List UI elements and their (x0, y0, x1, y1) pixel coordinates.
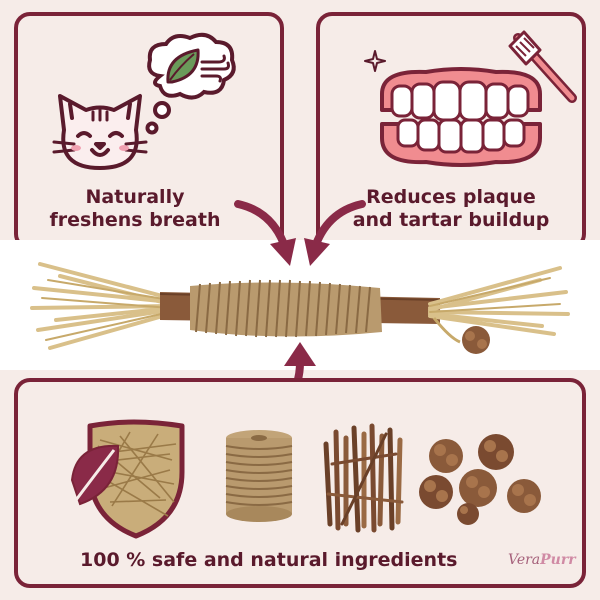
fresh-breath-line1: Naturally (85, 186, 185, 208)
brand-logo-part2: Purr (540, 552, 576, 568)
cat-face-icon (52, 94, 148, 170)
plaque-line2: and tartar buildup (352, 209, 550, 231)
jute-rope-spool (225, 430, 293, 522)
toothbrush-icon (508, 30, 577, 103)
silvervine-sticks-bundle (323, 423, 404, 533)
ingredients-caption: 100 % safe and natural ingredients (80, 549, 458, 571)
arrow-right-icon (304, 200, 366, 266)
plaque-caption: Reduces plaque and tartar buildup (322, 186, 580, 232)
arrow-left-icon (234, 200, 296, 266)
breath-wind-icon (200, 54, 230, 83)
silvervine-galls (419, 434, 541, 525)
brand-logo: VeraPurr (508, 552, 576, 568)
brand-logo-part1: Vera (508, 552, 541, 568)
fresh-breath-caption: Naturally freshens breath (20, 186, 250, 232)
silvervine-shield-icon (70, 419, 185, 539)
fresh-breath-line2: freshens breath (49, 209, 221, 231)
catnip-chew-stick (30, 262, 570, 354)
sparkle-icon (364, 50, 386, 72)
plaque-line1: Reduces plaque (366, 186, 536, 208)
mint-leaf-icon (166, 48, 200, 84)
teeth-dentures-icon (380, 67, 542, 167)
